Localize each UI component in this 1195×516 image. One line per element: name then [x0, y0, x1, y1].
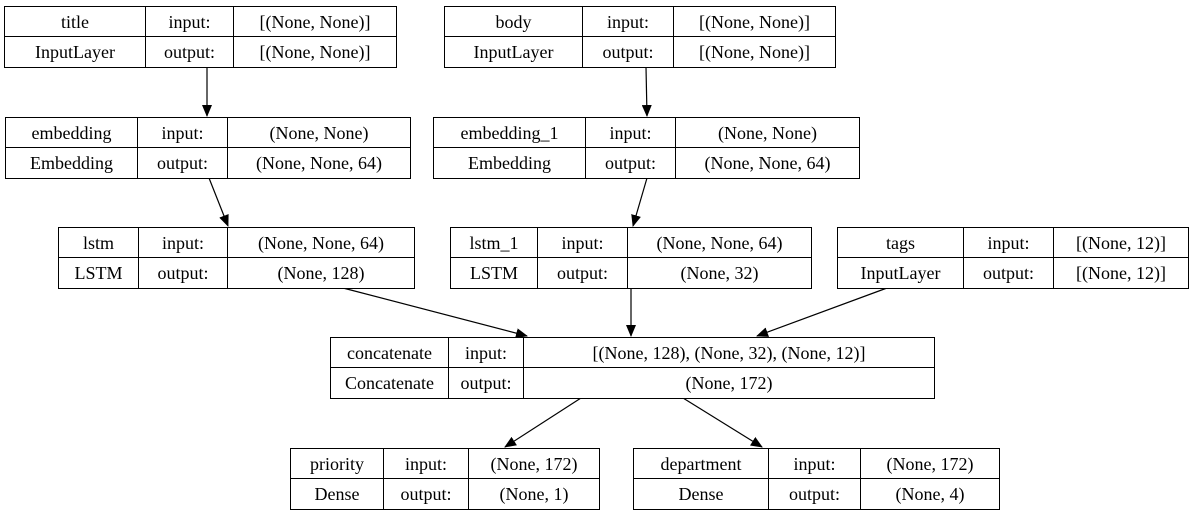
output-shape-value: [(None, 12)]	[1076, 263, 1166, 283]
input-shape-value: [(None, None)]	[674, 7, 835, 37]
layer-name-label: lstm	[59, 228, 139, 258]
input-label: input:	[139, 228, 228, 258]
input-label: input:	[964, 228, 1054, 258]
input-label: input:	[586, 118, 676, 148]
layer-name-label: embedding_1	[434, 118, 586, 148]
layer-type-label: Dense	[634, 479, 769, 509]
edge-concatenate-department	[682, 397, 763, 448]
output-label: output:	[769, 479, 861, 509]
output-shape-value: (None, None, 64)	[256, 153, 382, 173]
input-shape-value: [(None, 12)]	[1054, 228, 1188, 258]
input-shape-value: (None, 172)	[469, 449, 599, 479]
output-label: output:	[583, 37, 674, 67]
layer-name-label: embedding	[6, 118, 138, 148]
output-label: output:	[449, 368, 524, 398]
input-shape-value: [(None, None)]	[234, 7, 396, 37]
output-label: output:	[586, 148, 676, 178]
output-label: output:	[964, 258, 1054, 288]
layer-name-label: priority	[291, 449, 384, 479]
layer-type-label: InputLayer	[445, 37, 583, 67]
layer-name-label: tags	[838, 228, 964, 258]
node-tags: tags input: [(None, 12)] InputLayer outp…	[837, 227, 1189, 289]
input-shape-value: (None, 172)	[861, 449, 999, 479]
edge-embedding_1-lstm_1	[631, 177, 648, 227]
node-body: body input: [(None, None)] InputLayer ou…	[444, 6, 836, 68]
output-shape-value: (None, 1)	[499, 484, 569, 504]
node-concatenate: concatenate input: [(None, 128), (None, …	[330, 337, 935, 399]
input-shape-value: [(None, 128), (None, 32), (None, 12)]	[524, 338, 934, 368]
layer-name-label: department	[634, 449, 769, 479]
edge-tags-concatenate	[756, 287, 888, 337]
node-priority: priority input: (None, 172) Dense output…	[290, 448, 600, 510]
layer-name-label: title	[5, 7, 146, 37]
output-label: output:	[538, 258, 628, 288]
node-department: department input: (None, 172) Dense outp…	[633, 448, 1000, 510]
input-shape-value: (None, None, 64)	[628, 228, 811, 258]
output-shape-value: (None, 4)	[895, 484, 965, 504]
edge-body-embedding_1	[641, 66, 652, 117]
output-shape-value: (None, 172)	[685, 373, 773, 393]
edge-concatenate-priority	[504, 397, 582, 448]
input-label: input:	[449, 338, 524, 368]
edge-lstm-concatenate	[342, 287, 528, 339]
node-embedding: embedding input: (None, None) Embedding …	[5, 117, 411, 179]
layer-type-label: LSTM	[59, 258, 139, 288]
input-shape-value: (None, None)	[228, 118, 410, 148]
node-title: title input: [(None, None)] InputLayer o…	[4, 6, 397, 68]
input-label: input:	[146, 7, 234, 37]
layer-type-label: Concatenate	[331, 368, 449, 398]
input-label: input:	[138, 118, 228, 148]
input-label: input:	[769, 449, 861, 479]
edge-embedding-lstm	[208, 177, 229, 227]
output-label: output:	[384, 479, 469, 509]
node-lstm_1: lstm_1 input: (None, None, 64) LSTM outp…	[450, 227, 812, 289]
layer-type-label: LSTM	[451, 258, 538, 288]
output-label: output:	[138, 148, 228, 178]
output-shape-value: (None, 128)	[277, 263, 365, 283]
layer-name-label: lstm_1	[451, 228, 538, 258]
input-shape-value: (None, None, 64)	[228, 228, 414, 258]
layer-type-label: Embedding	[434, 148, 586, 178]
input-label: input:	[538, 228, 628, 258]
output-shape-value: [(None, None)]	[699, 42, 810, 62]
node-embedding_1: embedding_1 input: (None, None) Embeddin…	[433, 117, 860, 179]
layer-name-label: concatenate	[331, 338, 449, 368]
output-label: output:	[139, 258, 228, 288]
layer-name-label: body	[445, 7, 583, 37]
output-label: output:	[146, 37, 234, 67]
input-label: input:	[384, 449, 469, 479]
output-shape-value: (None, 32)	[680, 263, 759, 283]
layer-type-label: Dense	[291, 479, 384, 509]
layer-type-label: InputLayer	[838, 258, 964, 288]
input-label: input:	[583, 7, 674, 37]
node-lstm: lstm input: (None, None, 64) LSTM output…	[58, 227, 415, 289]
layer-type-label: InputLayer	[5, 37, 146, 67]
layer-type-label: Embedding	[6, 148, 138, 178]
output-shape-value: (None, None, 64)	[704, 153, 831, 173]
input-shape-value: (None, None)	[676, 118, 859, 148]
output-shape-value: [(None, None)]	[259, 42, 371, 62]
